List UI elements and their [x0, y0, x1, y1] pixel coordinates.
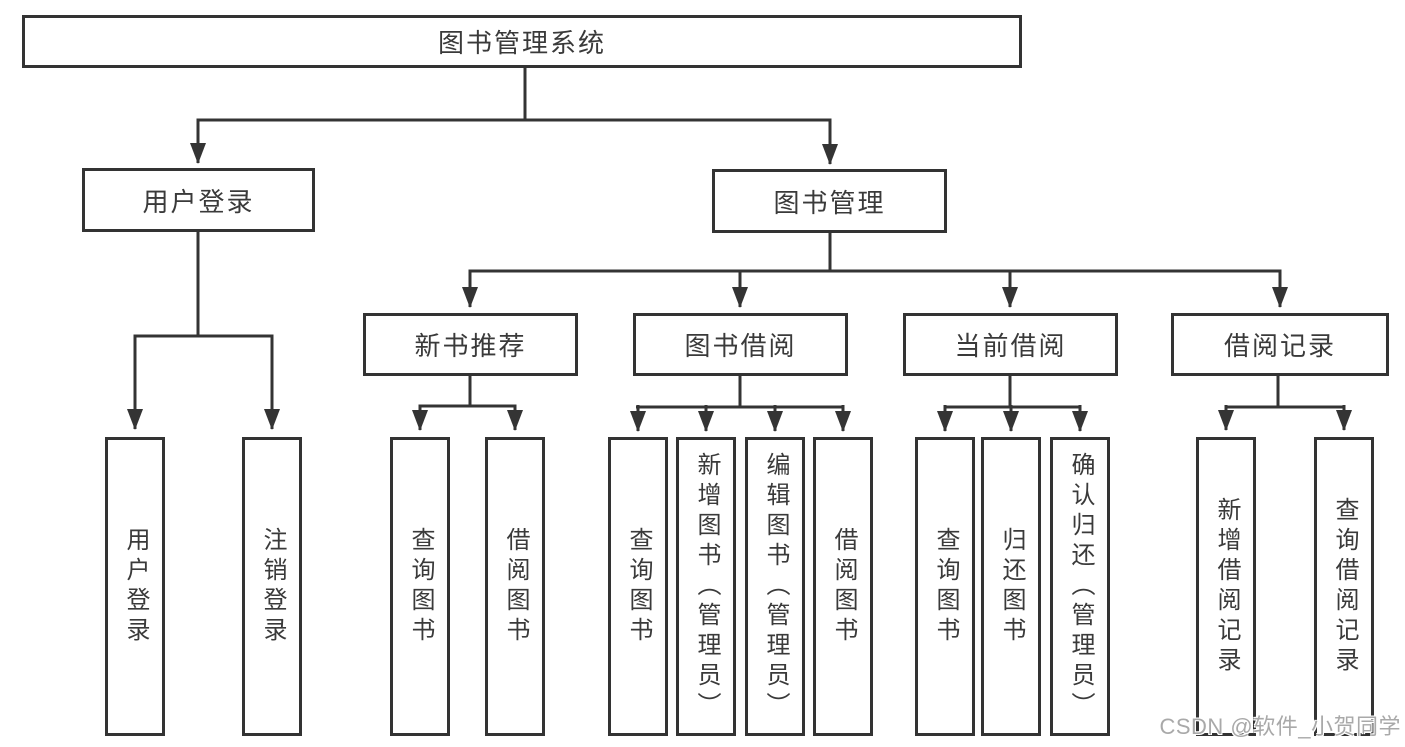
leaf-query-books-3-label: 查询图书 [932, 526, 959, 647]
leaf-query-borrow-record-label: 查询借阅记录 [1331, 496, 1358, 677]
leaf-query-books-1: 查询图书 [390, 437, 450, 736]
leaf-confirm-return-admin-label: 确认归还（管理员） [1067, 451, 1094, 722]
connector-group-book-management [462, 233, 1288, 308]
node-new-book-recommend-label: 新书推荐 [414, 331, 527, 361]
node-root-label: 图书管理系统 [437, 28, 606, 58]
leaf-add-books-admin-label: 新增图书（管理员） [693, 451, 720, 722]
node-user-login-label: 用户登录 [142, 186, 255, 217]
leaf-query-books-1-label: 查询图书 [407, 526, 434, 647]
connector-group-borrow-record [1218, 376, 1352, 431]
connector-group-current-borrow [937, 376, 1088, 432]
connector-group-new-book [412, 376, 523, 431]
node-borrow-record: 借阅记录 [1171, 313, 1389, 376]
leaf-borrow-books-2-label: 借阅图书 [830, 526, 857, 647]
leaf-edit-books-admin: 编辑图书（管理员） [745, 437, 805, 736]
node-user-login: 用户登录 [82, 168, 315, 232]
node-book-management-label: 图书管理 [773, 187, 886, 218]
leaf-edit-books-admin-label: 编辑图书（管理员） [762, 451, 789, 722]
leaf-add-books-admin: 新增图书（管理员） [676, 437, 736, 736]
node-book-borrow-label: 图书借阅 [684, 331, 797, 361]
connector-group-book-borrow [630, 376, 851, 432]
leaf-return-books-label: 归还图书 [998, 526, 1025, 647]
node-root: 图书管理系统 [22, 15, 1022, 68]
node-current-borrow-label: 当前借阅 [954, 331, 1067, 361]
leaf-borrow-books-1: 借阅图书 [485, 437, 545, 736]
leaf-borrow-books-2: 借阅图书 [813, 437, 873, 736]
node-new-book-recommend: 新书推荐 [363, 313, 578, 376]
leaf-user-login: 用户登录 [105, 437, 165, 736]
leaf-query-books-2: 查询图书 [608, 437, 668, 736]
leaf-borrow-books-1-label: 借阅图书 [502, 526, 529, 647]
connector-group-user-login [127, 232, 280, 430]
leaf-logout-label: 注销登录 [259, 526, 286, 647]
leaf-add-borrow-record-label: 新增借阅记录 [1213, 496, 1240, 677]
leaf-query-books-2-label: 查询图书 [625, 526, 652, 647]
node-book-borrow: 图书借阅 [633, 313, 848, 376]
leaf-query-borrow-record: 查询借阅记录 [1314, 437, 1374, 736]
leaf-add-borrow-record: 新增借阅记录 [1196, 437, 1256, 736]
leaf-return-books: 归还图书 [981, 437, 1041, 736]
leaf-user-login-label: 用户登录 [122, 526, 149, 647]
connector-group-root [190, 66, 838, 165]
node-current-borrow: 当前借阅 [903, 313, 1118, 376]
node-book-management: 图书管理 [712, 169, 947, 233]
leaf-confirm-return-admin: 确认归还（管理员） [1050, 437, 1110, 736]
node-borrow-record-label: 借阅记录 [1223, 331, 1336, 361]
csdn-watermark: CSDN @软件_小贺同学 [1159, 714, 1401, 739]
leaf-query-books-3: 查询图书 [915, 437, 975, 736]
leaf-logout: 注销登录 [242, 437, 302, 736]
